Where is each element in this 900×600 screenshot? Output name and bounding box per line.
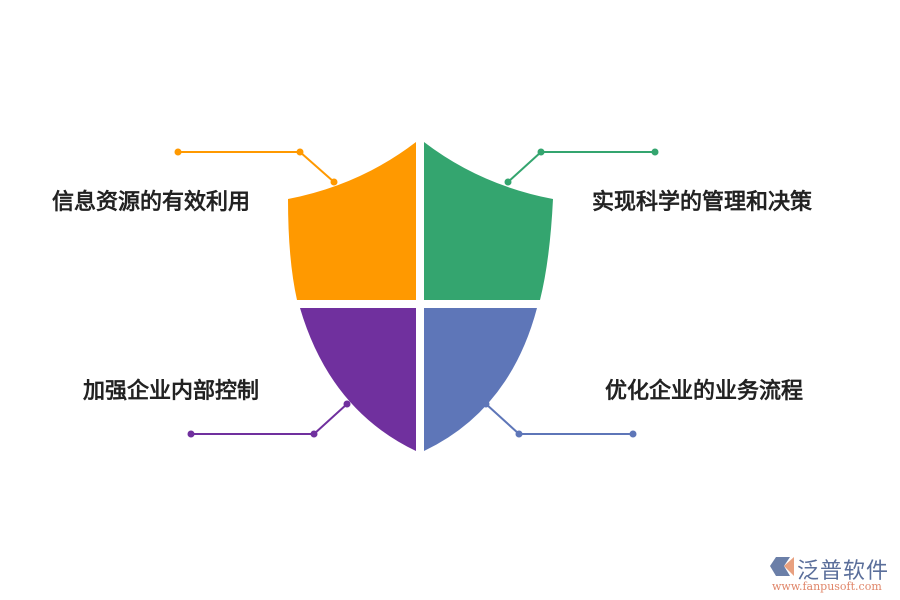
shield-quadrant-top-left [288,142,416,300]
connector-bottom-right [482,400,637,438]
label-top-left: 信息资源的有效利用 [52,190,251,215]
label-top-right: 实现科学的管理和决策 [592,190,813,215]
connector-top-left [174,148,338,186]
label-bottom-right: 优化企业的业务流程 [605,379,804,404]
shield-quadrant-bottom-left [300,308,416,451]
logo-url: www.fanpusoft.com [772,580,882,593]
shield-quadrant-top-right [424,142,553,300]
connector-top-right [504,148,659,186]
shield-quadrant-bottom-right [424,308,537,451]
logo-icon [770,557,794,576]
label-bottom-left: 加强企业内部控制 [83,379,260,404]
logo-name: 泛普软件 [797,559,890,584]
connector-bottom-left [187,400,351,438]
